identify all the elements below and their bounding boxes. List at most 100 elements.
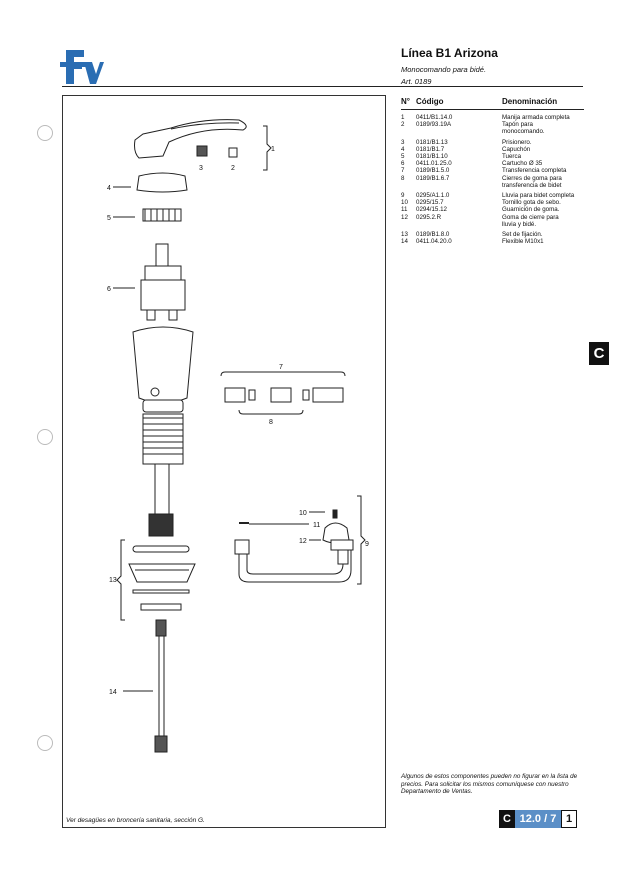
handle-part — [134, 119, 247, 159]
callout-14: 14 — [109, 689, 117, 696]
part-number: 13 — [401, 231, 408, 239]
callout-2: 2 — [231, 165, 235, 172]
callout-6: 6 — [107, 286, 111, 293]
part-code: 0189/93.19A — [416, 121, 452, 129]
table-row: 12 0295.2.R Goma de cierre para — [401, 214, 584, 221]
table-row: lluvia y bidé. — [401, 221, 584, 228]
table-row: 14 0411.04.20.0 Flexible M10x1 — [401, 238, 584, 245]
part-number: 3 — [401, 138, 405, 146]
table-row: monocomando. — [401, 128, 584, 135]
part-code: 0411.01.25.0 — [416, 160, 452, 168]
cartridge-part — [140, 243, 186, 321]
cap-part — [136, 172, 188, 193]
parts-table: N° Código Denominación 1 0411/B1.14.0 Mani… — [401, 97, 584, 245]
part-name: Cierres de goma para — [502, 174, 562, 182]
table-row: 5 0181/B1.10 Tuerca — [401, 153, 584, 160]
part-code: 0295/A1.1.0 — [416, 192, 450, 200]
page-number: 12.0 / 7 — [515, 810, 561, 828]
part-code: 0294/15.12 — [416, 206, 447, 214]
bracket-13 — [116, 539, 125, 621]
part-name: Flexible M10x1 — [502, 238, 544, 246]
part-code: 0189/B1.6.7 — [416, 174, 450, 182]
part-number: 14 — [401, 238, 408, 246]
part-name: Tuerca — [502, 153, 522, 161]
part-code — [416, 182, 502, 189]
parts-table-header: N° Código Denominación — [401, 97, 584, 110]
part-code: 0411.04.20.0 — [416, 238, 452, 246]
availability-note: Algunos de estos componentes pueden no f… — [401, 773, 578, 795]
table-row: 13 0189/B1.8.0 Set de fijación. — [401, 231, 584, 238]
part-code: 0181/B1.10 — [416, 153, 448, 161]
callout-4: 4 — [107, 185, 111, 192]
nut-part — [142, 208, 182, 222]
binder-hole — [37, 735, 53, 751]
bidet-shower-part — [234, 539, 354, 583]
part-name: Manija armada completa — [502, 114, 570, 121]
page-sheet: 1 — [561, 810, 577, 828]
table-row: 9 0295/A1.1.0 Lluvia para bidet completa — [401, 192, 584, 199]
fixing-set-part — [128, 545, 196, 611]
part-number — [401, 128, 416, 135]
part-code: 0181/B1.13 — [416, 138, 448, 146]
page-subtitle: Monocomando para bidé. — [401, 65, 487, 74]
header-code: Código — [416, 97, 444, 106]
part-name: transferencia de bidet — [502, 181, 562, 189]
table-row: 1 0411/B1.14.0 Manija armada completa — [401, 114, 584, 121]
callout-10: 10 — [299, 510, 307, 517]
drain-footnote: Ver desagües en broncería sanitaria, sec… — [66, 817, 205, 824]
part-number: 9 — [401, 192, 405, 200]
page-number-box: C 12.0 / 7 1 — [499, 810, 577, 828]
page-section: C — [499, 810, 515, 828]
diagram-drawing: 1 2 3 4 5 6 7 8 9 10 11 12 13 14 — [107, 119, 369, 753]
part-code — [416, 128, 502, 135]
part-code: 0411/B1.14.0 — [416, 114, 453, 121]
header-rule — [62, 86, 583, 87]
flexible-hose-part — [154, 619, 168, 753]
part-code: 0295/15.7 — [416, 199, 444, 207]
part-number: 2 — [401, 121, 405, 129]
page-title: Línea B1 Arizona — [401, 46, 498, 60]
header-name: Denominación — [502, 97, 558, 106]
transfer-assembly — [220, 371, 346, 415]
part-code: 0295.2.R — [416, 213, 442, 221]
part-number — [401, 182, 416, 189]
part-number: 5 — [401, 153, 405, 161]
parts-table-body: 1 0411/B1.14.0 Manija armada completa 2 0189… — [401, 114, 584, 245]
part-name: Capuchón — [502, 145, 531, 153]
part-name: Lluvia para bidet completa — [502, 192, 575, 200]
fv-logo — [60, 50, 104, 84]
bracket-9 — [357, 495, 366, 585]
part-number — [401, 221, 416, 228]
part-name: Set de fijación. — [502, 231, 543, 239]
article-number: Art. 0189 — [401, 77, 432, 86]
part-name: lluvia y bidé. — [502, 220, 537, 228]
exploded-diagram: 1 2 3 4 5 6 7 8 9 10 11 12 13 14 — [62, 95, 386, 828]
part-number: 10 — [401, 199, 408, 207]
callout-12: 12 — [299, 538, 307, 545]
plug-part — [228, 147, 238, 158]
callout-11: 11 — [313, 522, 320, 529]
bracket-1 — [263, 125, 272, 171]
table-row: 10 0295/15.7 Tornillo gota de sebo. — [401, 199, 584, 206]
part-name: Guarnición de goma. — [502, 206, 560, 214]
callout-7: 7 — [279, 364, 283, 371]
part-name: Tornillo gota de sebo. — [502, 199, 561, 207]
title-block: Línea B1 Arizona Monocomando para bidé. … — [401, 46, 581, 86]
set-screw-part — [196, 145, 208, 157]
part-number: 11 — [401, 206, 408, 214]
part-name: Goma de cierre para — [502, 213, 559, 221]
binder-hole — [37, 429, 53, 445]
part-number: 1 — [401, 114, 405, 121]
part-code: 0181/B1.7 — [416, 145, 445, 153]
header-number: N° — [401, 97, 410, 106]
binder-hole — [37, 125, 53, 141]
callout-labels: 1 2 3 4 5 6 7 8 9 10 11 12 13 14 — [107, 146, 369, 696]
callout-1: 1 — [271, 146, 275, 153]
part-code: 0189/B1.8.0 — [416, 231, 450, 239]
part-number: 4 — [401, 145, 405, 153]
part-number: 12 — [401, 213, 408, 221]
